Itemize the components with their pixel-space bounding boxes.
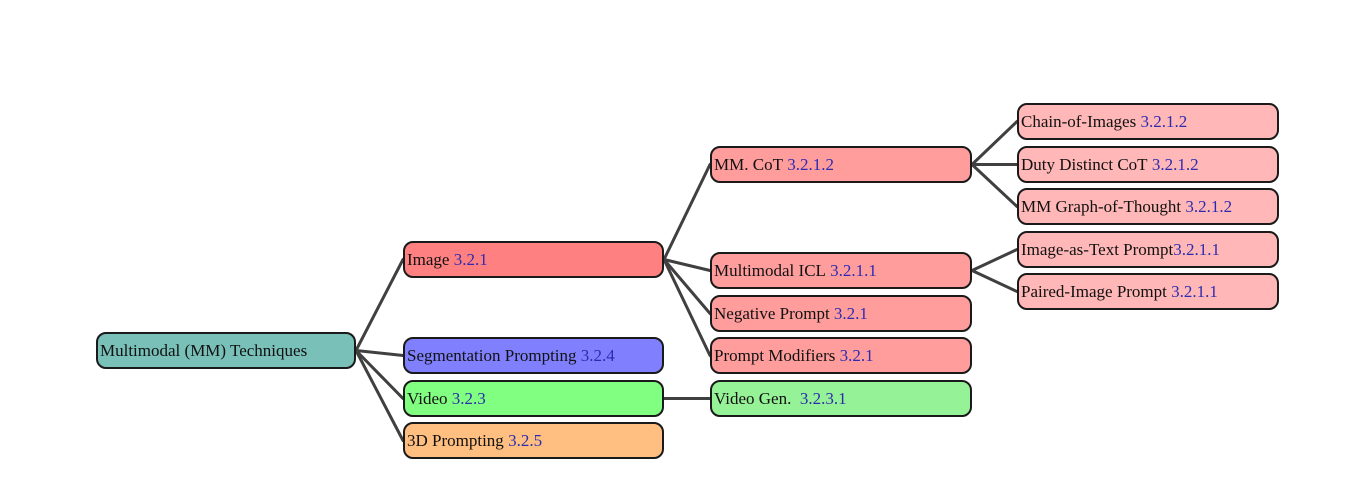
edge-mm-cot-chain-of-images: [970, 120, 1019, 166]
node-label: Video: [407, 389, 448, 408]
node-label: Multimodal ICL: [714, 261, 826, 280]
node-label: MM. CoT: [714, 155, 783, 174]
node-label: Multimodal (MM) Techniques: [100, 341, 308, 360]
node-ref: 3.2.1.1: [1173, 240, 1220, 259]
node-label: Negative Prompt: [714, 304, 830, 323]
node-ref: 3.2.4: [580, 346, 615, 365]
node-label: Prompt Modifiers: [714, 346, 836, 365]
node-chain-of-images: Chain-of-Images 3.2.1.2: [1017, 103, 1279, 140]
edge-mm-cot-mm-graph-of-thought: [970, 163, 1019, 208]
edge-image-negative-prompt: [662, 258, 712, 315]
node-ref: 3.2.3.1: [799, 389, 847, 408]
node-root: Multimodal (MM) Techniques: [96, 332, 356, 369]
node-ref: 3.2.1: [833, 304, 868, 323]
edge-multimodal-icl-image-as-text-prompt: [970, 248, 1019, 272]
node-ref: 3.2.1.1: [830, 261, 877, 280]
edge-root-video: [354, 349, 405, 400]
node-label: Segmentation Prompting: [407, 346, 577, 365]
node-ref: 3.2.5: [508, 431, 543, 450]
node-video: Video 3.2.3: [403, 380, 664, 417]
node-negative-prompt: Negative Prompt 3.2.1: [710, 295, 972, 332]
node-ref: 3.2.1.2: [1140, 112, 1188, 131]
node-ref: 3.2.3: [451, 389, 486, 408]
node-label: Chain-of-Images: [1021, 112, 1137, 131]
node-segmentation: Segmentation Prompting 3.2.4: [403, 337, 664, 374]
node-ref: 3.2.1.2: [1185, 197, 1233, 216]
edge-root-threed: [354, 349, 405, 442]
edge-root-image: [354, 258, 405, 352]
node-ref: 3.2.1.1: [1171, 282, 1218, 301]
node-ref: 3.2.1: [839, 346, 874, 365]
node-mm-cot: MM. CoT 3.2.1.2: [710, 146, 972, 183]
node-ref: 3.2.1.2: [1151, 155, 1199, 174]
node-label: MM Graph-of-Thought: [1021, 197, 1182, 216]
node-ref: 3.2.1.2: [787, 155, 834, 174]
node-duty-distinct-cot: Duty Distinct CoT 3.2.1.2: [1017, 146, 1279, 183]
node-paired-image-prompt: Paired-Image Prompt 3.2.1.1: [1017, 273, 1279, 310]
edge-root-segmentation: [354, 349, 405, 357]
node-label: 3D Prompting: [407, 431, 504, 450]
node-mm-graph-of-thought: MM Graph-of-Thought 3.2.1.2: [1017, 188, 1279, 225]
node-multimodal-icl: Multimodal ICL 3.2.1.1: [710, 252, 972, 289]
node-video-gen: Video Gen. 3.2.3.1: [710, 380, 972, 417]
edge-multimodal-icl-paired-image-prompt: [970, 269, 1019, 293]
node-3d-prompting: 3D Prompting 3.2.5: [403, 422, 664, 459]
node-image: Image 3.2.1: [403, 241, 664, 278]
edge-image-prompt-modifiers: [662, 258, 712, 357]
node-label: Duty Distinct CoT: [1021, 155, 1148, 174]
node-label: Paired-Image Prompt: [1021, 282, 1167, 301]
node-label: Image-as-Text Prompt: [1021, 240, 1174, 259]
node-prompt-modifiers: Prompt Modifiers 3.2.1: [710, 337, 972, 374]
edge-image-mm-cot: [662, 163, 712, 261]
node-label: Video Gen.: [714, 389, 792, 408]
node-label: Image: [407, 250, 450, 269]
node-ref: 3.2.1: [453, 250, 488, 269]
edge-image-multimodal-icl: [662, 258, 712, 272]
